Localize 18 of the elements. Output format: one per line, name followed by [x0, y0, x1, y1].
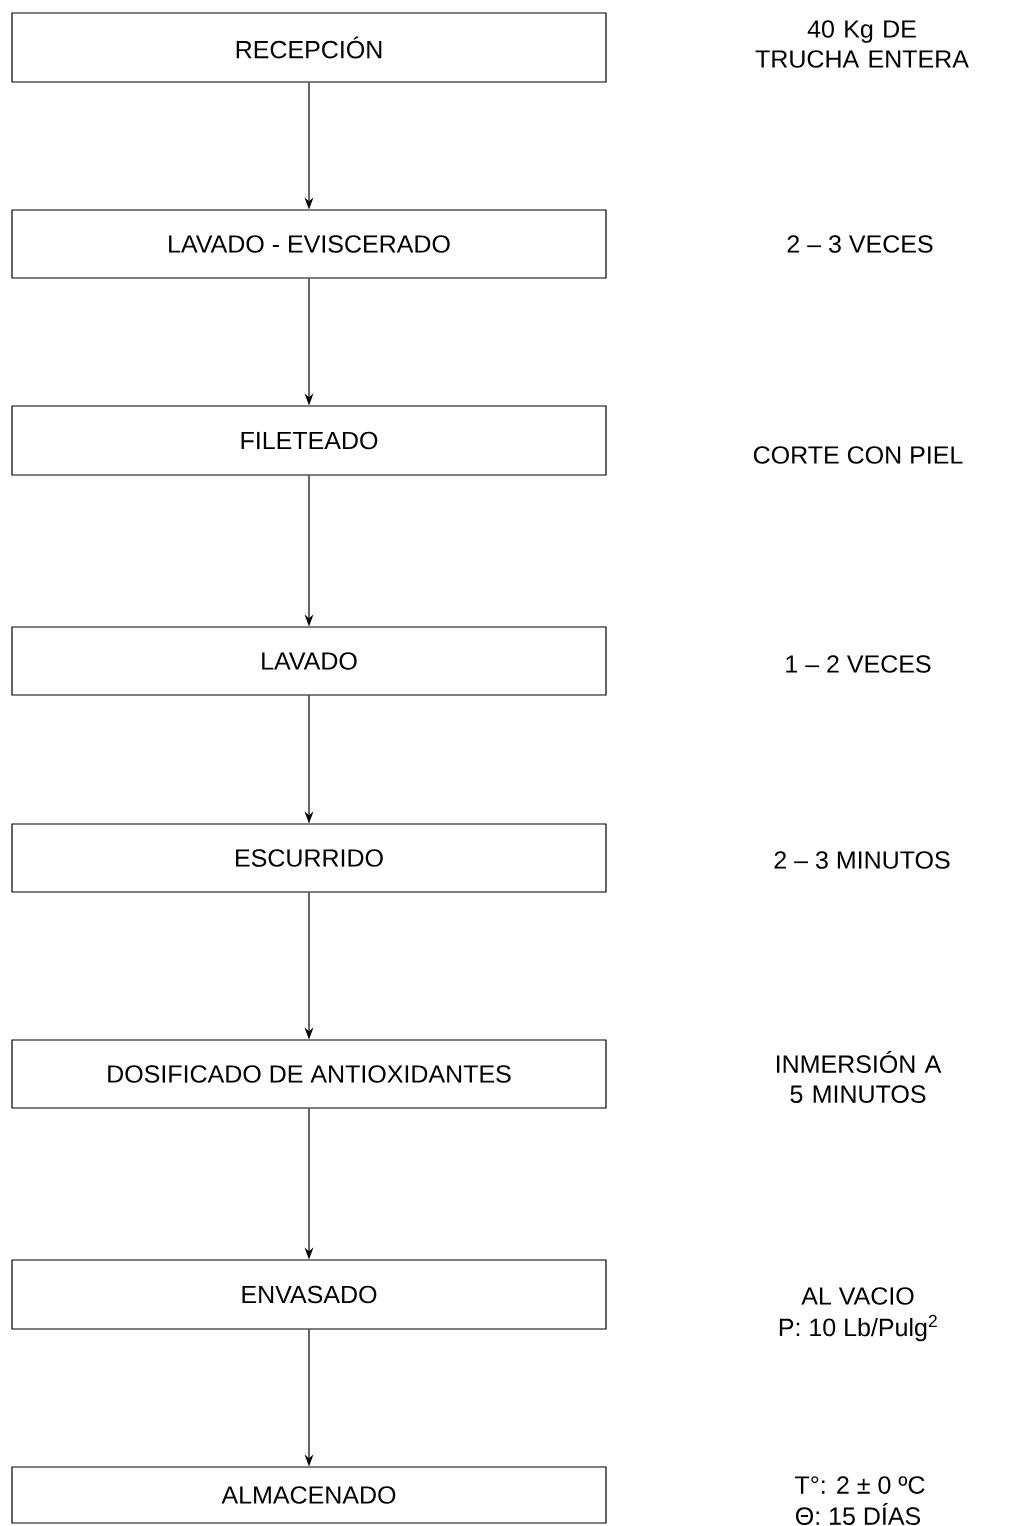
- process-box: LAVADO: [11, 626, 607, 696]
- step-note: Θ: 15 DÍAS: [795, 1503, 921, 1525]
- step-note: AL VACIO: [801, 1287, 914, 1305]
- process-box: LAVADO - EVISCERADO: [11, 209, 607, 279]
- step-note: CORTE CON PIEL: [753, 446, 963, 464]
- process-box: ENVASADO: [11, 1259, 607, 1330]
- process-box: FILETEADO: [11, 405, 607, 476]
- step-note: 2 – 3 VECES: [787, 235, 933, 253]
- process-box: ALMACENADO: [11, 1466, 607, 1524]
- step-note: 2 – 3 MINUTOS: [774, 851, 950, 869]
- step-note: INMERSIÓN A 5 MINUTOS: [776, 1051, 942, 1103]
- process-box: ESCURRIDO: [11, 823, 607, 893]
- step-note: P: 10 Lb/Pulg$^{2}$: [779, 1314, 937, 1342]
- process-box: RECEPCIÓN: [11, 12, 607, 83]
- process-box: DOSIFICADO DE ANTIOXIDANTES: [11, 1039, 607, 1109]
- step-note: 1 – 2 VECES: [786, 655, 931, 673]
- step-note: T°: 2 ± 0 ºC: [795, 1476, 925, 1494]
- step-note: 40 Kg DE TRUCHA ENTERA: [755, 20, 969, 68]
